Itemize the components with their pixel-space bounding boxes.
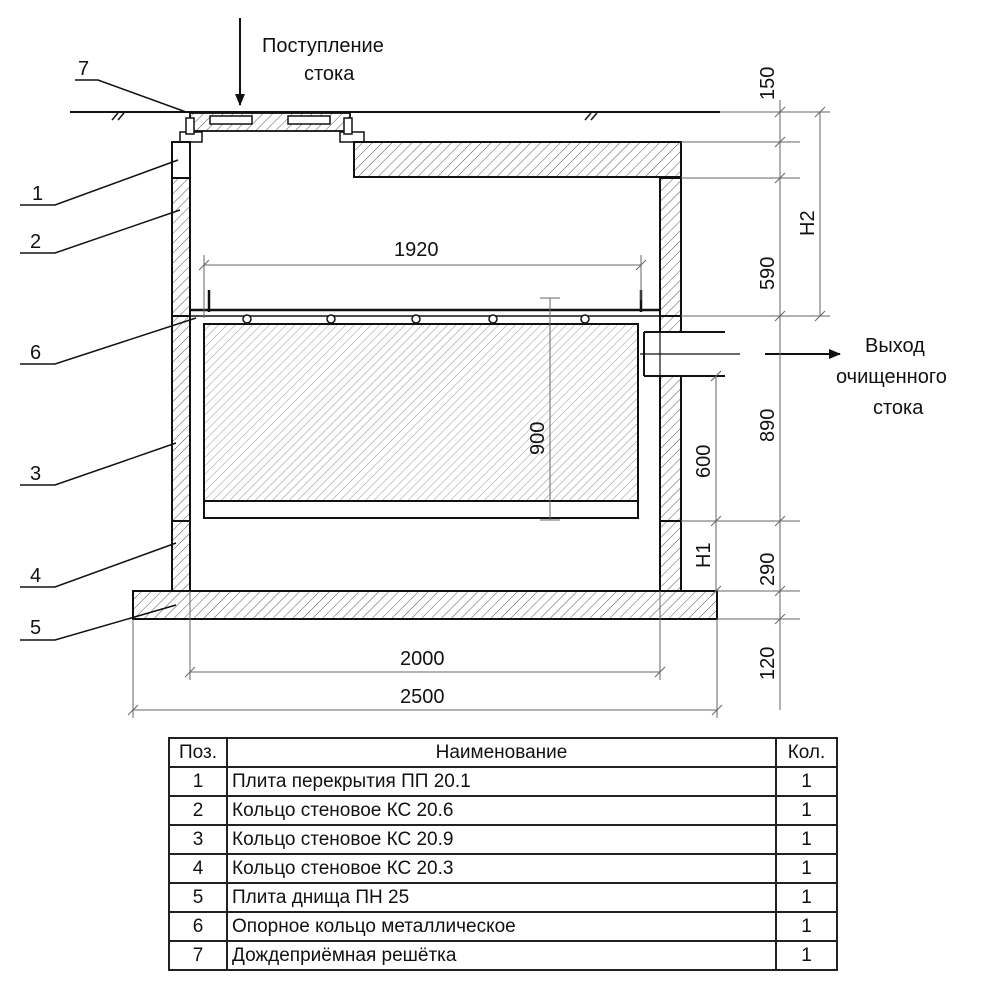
- header-qty: Кол.: [775, 737, 838, 768]
- row-pos: 4: [168, 853, 228, 884]
- row-name: Плита перекрытия ПП 20.1: [226, 766, 777, 797]
- ring-ks-20-6-right: [659, 177, 682, 317]
- table-header-row: Поз. Наименование Кол.: [168, 737, 838, 768]
- table-row: 3 Кольцо стеновое КС 20.9 1: [168, 824, 838, 855]
- row-pos: 5: [168, 882, 228, 913]
- ring-ks-20-9-right-upper: [659, 315, 682, 333]
- outlet-pipe: [640, 331, 740, 377]
- support-ring: [190, 290, 660, 324]
- row-qty: 1: [775, 940, 838, 971]
- row-name: Кольцо стеновое КС 20.9: [226, 824, 777, 855]
- callout-6: 6: [30, 342, 41, 364]
- callout-2: 2: [30, 231, 41, 253]
- outflow-label-line2: очищенного: [836, 366, 947, 388]
- inflow-label-line1: Поступление: [262, 35, 384, 57]
- inflow-label-line2: стока: [304, 63, 355, 85]
- row-qty: 1: [775, 795, 838, 826]
- callout-5: 5: [30, 617, 41, 639]
- well-section-drawing: Поступление стока Выход очищенного стока: [20, 18, 947, 718]
- dim-120: 120: [757, 647, 779, 680]
- callout-7: 7: [78, 58, 89, 80]
- outflow-label-line3: стока: [873, 397, 924, 419]
- ring-top-left: [171, 141, 191, 179]
- table-row: 4 Кольцо стеновое КС 20.3 1: [168, 853, 838, 884]
- dim-1920: 1920: [394, 239, 439, 261]
- ring-ks-20-3-right: [659, 520, 682, 592]
- row-pos: 7: [168, 940, 228, 971]
- dim-290: 290: [757, 553, 779, 586]
- dimension-lines: [127, 100, 830, 718]
- dim-h1: H1: [693, 542, 715, 568]
- ring-ks-20-9-right-lower: [659, 375, 682, 522]
- callout-3: 3: [30, 463, 41, 485]
- table-row: 1 Плита перекрытия ПП 20.1 1: [168, 766, 838, 797]
- ring-ks-20-3-left: [171, 520, 191, 592]
- callout-4: 4: [30, 565, 41, 587]
- header-name: Наименование: [226, 737, 777, 768]
- outflow-label-line1: Выход: [865, 335, 925, 357]
- row-qty: 1: [775, 882, 838, 913]
- dim-900: 900: [527, 422, 549, 455]
- row-name: Кольцо стеновое КС 20.3: [226, 853, 777, 884]
- row-name: Кольцо стеновое КС 20.6: [226, 795, 777, 826]
- bottom-slab: [132, 590, 718, 620]
- filter-module: [203, 323, 639, 502]
- dim-150: 150: [757, 67, 779, 100]
- table-row: 6 Опорное кольцо металлическое 1: [168, 911, 838, 942]
- table-row: 7 Дождеприёмная решётка 1: [168, 940, 838, 971]
- row-pos: 1: [168, 766, 228, 797]
- row-pos: 3: [168, 824, 228, 855]
- ring-ks-20-6-left: [171, 177, 191, 317]
- callout-leaders: [20, 79, 197, 641]
- table-row: 5 Плита днища ПН 25 1: [168, 882, 838, 913]
- row-pos: 2: [168, 795, 228, 826]
- filter-base: [203, 500, 639, 519]
- ring-ks-20-9-left: [171, 315, 191, 522]
- table-row: 2 Кольцо стеновое КС 20.6 1: [168, 795, 838, 826]
- header-pos: Поз.: [168, 737, 228, 768]
- dim-2500: 2500: [400, 686, 445, 708]
- dim-890: 890: [757, 409, 779, 442]
- rain-grate: [179, 112, 365, 143]
- row-qty: 1: [775, 911, 838, 942]
- dim-590: 590: [757, 257, 779, 290]
- row-name: Дождеприёмная решётка: [226, 940, 777, 971]
- row-name: Опорное кольцо металлическое: [226, 911, 777, 942]
- row-pos: 6: [168, 911, 228, 942]
- ground-line: [70, 111, 720, 121]
- row-qty: 1: [775, 766, 838, 797]
- row-qty: 1: [775, 824, 838, 855]
- cover-slab: [353, 141, 682, 178]
- dim-h2: H2: [797, 210, 819, 236]
- callout-1: 1: [32, 183, 43, 205]
- specification-table: Поз. Наименование Кол. 1 Плита перекрыти…: [168, 737, 838, 971]
- dim-600: 600: [693, 445, 715, 478]
- row-qty: 1: [775, 853, 838, 884]
- row-name: Плита днища ПН 25: [226, 882, 777, 913]
- dim-2000: 2000: [400, 648, 445, 670]
